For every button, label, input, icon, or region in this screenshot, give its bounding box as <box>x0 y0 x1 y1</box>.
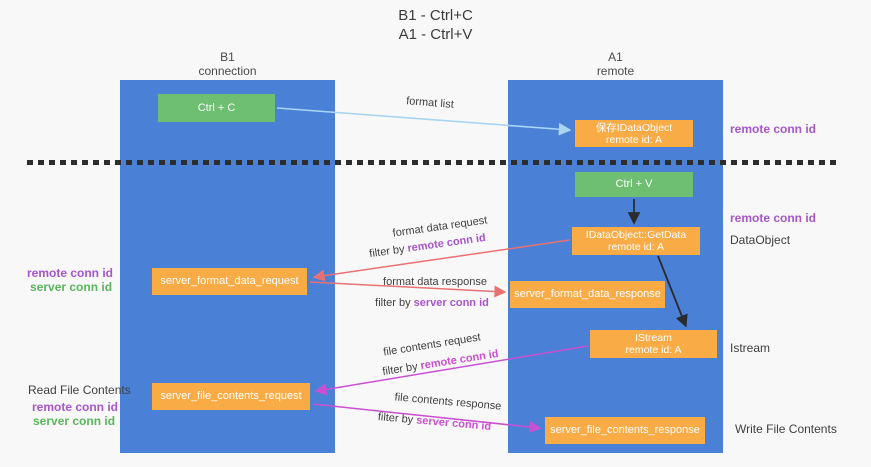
istream-side-label: Istream <box>730 341 771 355</box>
server-conn-id-highlight: server conn id <box>415 414 492 433</box>
server-file-contents-request-label: server_file_contents_request <box>160 390 302 402</box>
filter-by-text: filter by <box>377 411 417 427</box>
filter-by-text: filter by <box>368 242 409 261</box>
remote-conn-id-highlight: remote conn id <box>419 347 500 373</box>
idataobject-getdata-line1: IDataObject::GetData <box>585 229 687 241</box>
ctrl-c-label: Ctrl + C <box>197 101 236 114</box>
server-conn-id-left-1: server conn id <box>30 280 113 294</box>
server-format-data-response-label: server_format_data_response <box>514 288 661 300</box>
filter-by-text: filter by <box>381 360 422 379</box>
right-column-header: A1 remote <box>508 50 723 78</box>
idataobject-getdata-node: IDataObject::GetData remote id: A <box>572 227 700 255</box>
server-format-data-request-label: server_format_data_request <box>160 275 299 287</box>
format-list-label: format list <box>405 95 455 111</box>
left-column-name: B1 <box>220 50 235 64</box>
server-file-contents-response-node: server_file_contents_response <box>545 417 705 444</box>
file-contents-response-label: file contents response <box>394 391 502 413</box>
ctrl-v-node: Ctrl + V <box>575 172 693 197</box>
save-idataobject-node: 保存IDataObject remote id: A <box>575 120 693 147</box>
ctrl-c-node: Ctrl + C <box>158 94 275 122</box>
dataobject-label: DataObject <box>730 233 791 247</box>
server-conn-id-highlight: server conn id <box>413 297 489 309</box>
filter-by-server-conn-id-label-2: filter by server conn id <box>357 409 512 434</box>
left-column-header: B1 connection <box>120 50 335 78</box>
title-line-a1: A1 - Ctrl+V <box>398 26 473 43</box>
save-idataobject-line2: remote id: A <box>605 133 663 146</box>
right-column-role: remote <box>596 64 635 78</box>
format-data-response-label: format data response <box>383 276 487 288</box>
right-column-name: A1 <box>608 50 623 64</box>
save-idataobject-line1: 保存IDataObject <box>595 121 673 134</box>
ctrl-v-label: Ctrl + V <box>615 178 653 190</box>
server-file-contents-response-label: server_file_contents_response <box>550 424 700 436</box>
remote-conn-id-left-2: remote conn id <box>32 400 119 414</box>
remote-conn-id-right-mid: remote conn id <box>730 211 817 225</box>
istream-node: IStream remote id: A <box>590 330 717 358</box>
istream-line2: remote id: A <box>625 344 682 356</box>
server-format-data-request-node: server_format_data_request <box>152 268 307 295</box>
server-file-contents-request-node: server_file_contents_request <box>152 383 310 410</box>
left-column-role: connection <box>198 64 257 78</box>
remote-conn-id-right-top: remote conn id <box>730 122 817 136</box>
server-conn-id-left-2: server conn id <box>33 414 116 428</box>
remote-conn-id-left-1: remote conn id <box>27 266 114 280</box>
title-line-b1: B1 - Ctrl+C <box>398 7 473 24</box>
write-file-contents-label: Write File Contents <box>735 422 837 436</box>
diagram-title: B1 - Ctrl+C A1 - Ctrl+V <box>0 6 871 44</box>
idataobject-getdata-line2: remote id: A <box>607 241 665 253</box>
server-format-data-response-node: server_format_data_response <box>510 281 665 308</box>
read-file-contents-label: Read File Contents <box>28 383 131 397</box>
copy-paste-separator-dashed-line <box>27 160 839 165</box>
istream-line1: IStream <box>635 332 672 344</box>
filter-by-text: filter by <box>375 297 414 309</box>
filter-by-server-conn-id-label-1: filter by server conn id <box>357 297 507 309</box>
